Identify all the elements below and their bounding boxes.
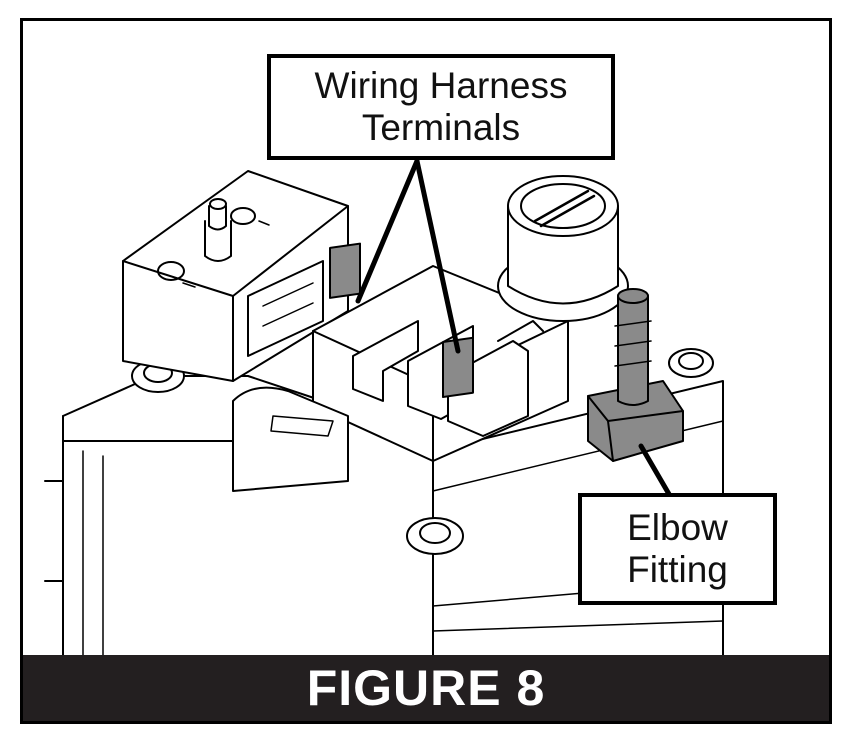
terminal-left: [329, 242, 361, 299]
figure-frame: Wiring Harness Terminals Elbow Fitting F…: [20, 18, 832, 724]
leader-lines: [355, 158, 676, 504]
base-screw-center: [406, 517, 464, 555]
adjustment-cap: [497, 175, 629, 322]
elbow-fitting-drawing: [587, 288, 684, 462]
callout-line: Fitting: [627, 549, 728, 590]
base-screw-right: [668, 348, 714, 378]
callout-line: Wiring Harness: [314, 65, 568, 106]
callout-line: Elbow: [627, 507, 728, 548]
elbow-fitting-callout: Elbow Fitting: [578, 493, 777, 605]
pilot-housing: [232, 386, 349, 492]
wiring-harness-terminals-callout: Wiring Harness Terminals: [267, 54, 615, 160]
figure-caption-bar: FIGURE 8: [23, 655, 829, 721]
callout-line: Terminals: [361, 107, 521, 148]
figure-caption: FIGURE 8: [306, 660, 546, 716]
